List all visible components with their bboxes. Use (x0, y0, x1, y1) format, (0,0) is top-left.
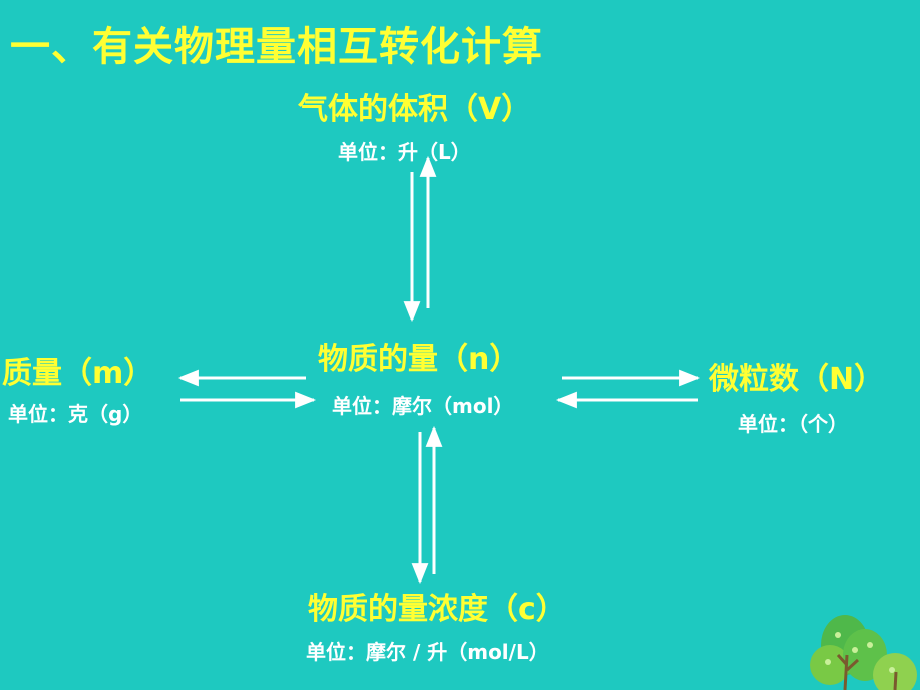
mass-label: 质量（m） (2, 356, 154, 391)
particles-label: 微粒数（N） (709, 362, 885, 397)
concentration-unit: 单位：摩尔 / 升（mol/L） (306, 640, 549, 664)
tree-decoration (810, 615, 917, 690)
mass-unit: 单位：克（g） (8, 402, 143, 426)
particles-unit: 单位：（个） (738, 412, 848, 436)
amount-unit: 单位：摩尔（mol） (332, 394, 514, 418)
concentration-label: 物质的量浓度（c） (308, 592, 566, 627)
volume-unit: 单位：升（L） (338, 140, 471, 164)
volume-label: 气体的体积（V） (298, 92, 532, 127)
page-title: 一、有关物理量相互转化计算 (10, 24, 543, 70)
amount-label: 物质的量（n） (318, 342, 520, 377)
